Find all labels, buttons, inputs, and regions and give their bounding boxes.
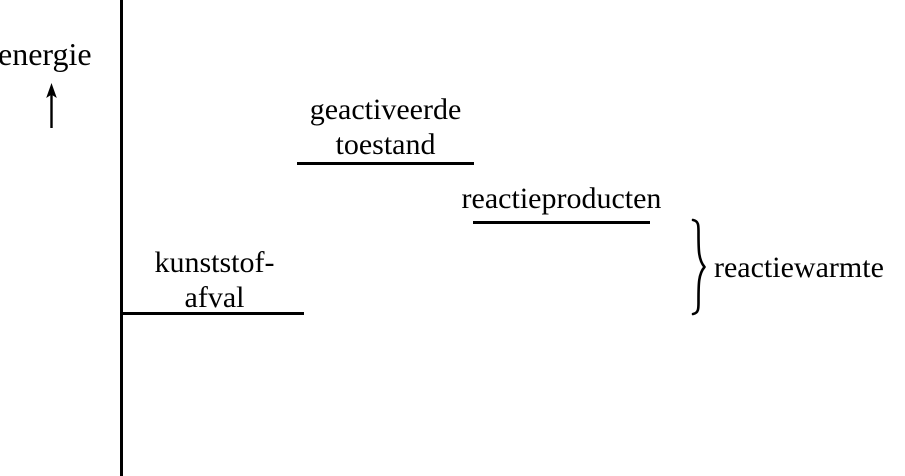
energy-level-activated-state-label: geactiveerde toestand — [309, 93, 462, 161]
energy-axis-line — [120, 0, 123, 476]
energy-level-reaction-products-label: reactieproducten — [461, 182, 662, 215]
up-arrow-icon — [40, 82, 64, 130]
reaction-heat-label: reactiewarmte — [714, 251, 884, 284]
energy-level-activated-state-line — [297, 162, 474, 165]
energy-level-reaction-products-line — [473, 221, 650, 224]
energy-level-plastic-waste-label: kunststof- afval — [154, 246, 275, 314]
energy-level-plastic-waste-line — [121, 312, 304, 315]
energy-axis-label: energie — [0, 36, 92, 72]
right-curly-brace-icon — [686, 218, 710, 316]
